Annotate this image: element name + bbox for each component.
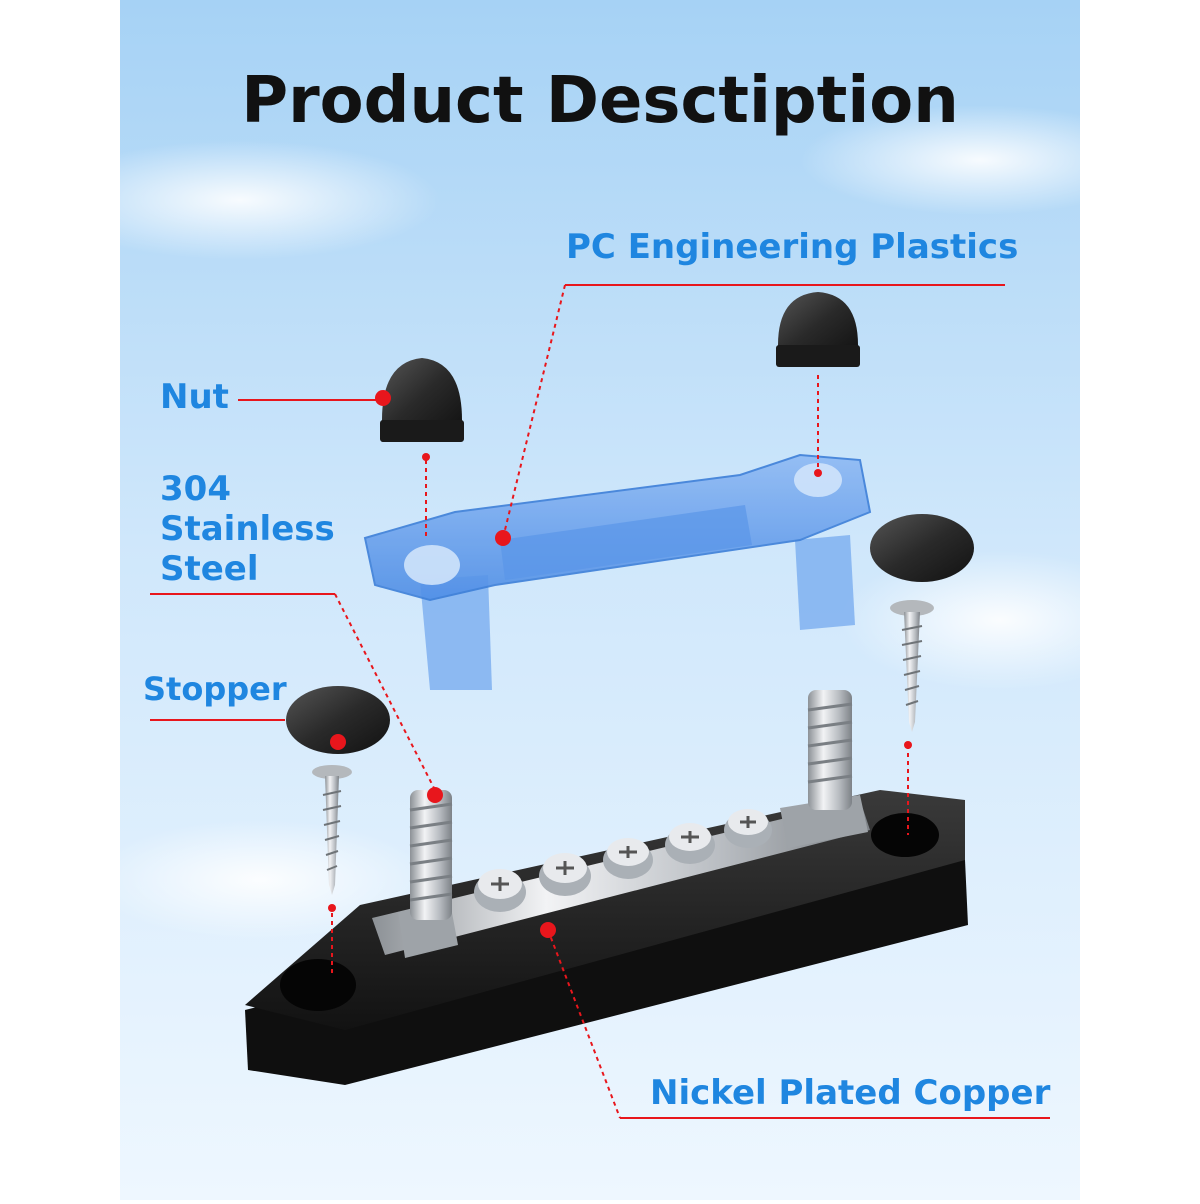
label-nut: Nut	[160, 377, 229, 417]
stopper-disc-left	[286, 686, 390, 754]
label-steel-line3: Steel	[160, 549, 259, 589]
pointer-lines	[150, 284, 1050, 1119]
label-steel-line1: 304	[160, 469, 231, 509]
label-steel-line2: Stainless	[160, 509, 335, 549]
nut-cap-right	[776, 292, 860, 367]
cloud	[800, 105, 1160, 215]
wood-screw-left	[312, 765, 352, 895]
label-pc-engineering-plastics: PC Engineering Plastics	[566, 227, 1018, 267]
cloud	[90, 820, 430, 940]
stud-left	[398, 790, 458, 958]
pointer-dots	[328, 390, 912, 938]
page-title: Product Desctiption	[241, 64, 959, 138]
label-stopper: Stopper	[143, 670, 287, 708]
cloud	[40, 140, 440, 260]
cloud	[840, 550, 1160, 690]
wood-screw-right	[890, 600, 934, 732]
pc-cover	[363, 453, 872, 690]
nut-cap-left	[380, 358, 464, 442]
terminal-screws	[474, 809, 772, 912]
stopper-disc-right	[870, 514, 974, 582]
label-nickel-plated-copper: Nickel Plated Copper	[650, 1073, 1051, 1113]
stud-right	[780, 690, 868, 848]
